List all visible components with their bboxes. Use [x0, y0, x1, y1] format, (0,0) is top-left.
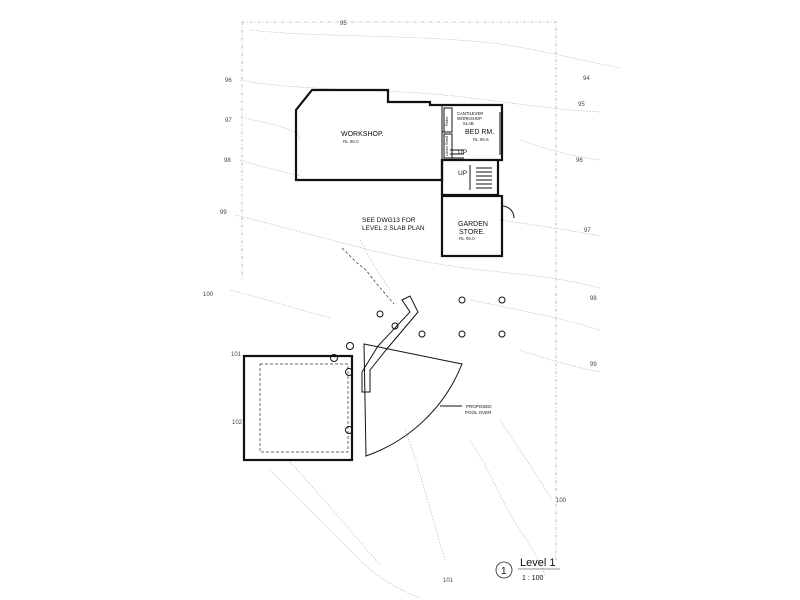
- slab-outline: [341, 247, 395, 305]
- column-marker: [498, 296, 506, 304]
- view-title: Level 1: [520, 557, 555, 569]
- note-pool-1: PROPOSED: [466, 404, 492, 409]
- stair-block: [440, 149, 500, 197]
- contour-label: 97: [584, 228, 591, 234]
- contour-label: 100: [203, 292, 214, 298]
- title-block: 1 Level 1 1 : 100: [495, 557, 560, 582]
- room-label-store: STORE.: [459, 229, 485, 236]
- note-slab-ref-2: LEVEL 2 SLAB PLAN: [362, 225, 425, 232]
- room-label-garden: GARDEN: [458, 221, 488, 228]
- proposed-pool: [363, 343, 463, 457]
- contour-label: 98: [224, 158, 231, 164]
- contour-label: 100: [556, 498, 567, 504]
- contour-label: 99: [590, 362, 597, 368]
- contour-label: 101: [231, 352, 242, 358]
- room-rl-bedroom: RL 96.6: [473, 137, 489, 142]
- note-cantilever-3: SLAB: [463, 121, 474, 126]
- view-number: 1: [501, 566, 507, 577]
- room-rl-garden: RL 96.0: [459, 236, 475, 241]
- room-label-bedroom: BED RM.: [465, 129, 494, 136]
- contour-label: 99: [220, 210, 227, 216]
- garden-store: [440, 194, 515, 258]
- column-marker: [458, 330, 466, 338]
- contour-label: 96: [225, 78, 232, 84]
- label-robe: Robe: [444, 116, 449, 126]
- contour-label: 95: [340, 21, 347, 27]
- contour-label: 96: [576, 158, 583, 164]
- column-marker: [498, 330, 506, 338]
- contour-lines: [229, 29, 621, 599]
- contour-label: 94: [583, 76, 590, 82]
- column-marker: [418, 330, 426, 338]
- contour-label: 101: [443, 578, 454, 584]
- contour-label: 98: [590, 296, 597, 302]
- tree-marker: [346, 342, 354, 350]
- lower-left-structure: [242, 354, 354, 462]
- columns: [346, 296, 506, 350]
- note-pool-2: POOL OVER: [465, 410, 492, 415]
- note-cantilever-1: CANTILEVER: [457, 111, 483, 116]
- room-rl-workshop: RL 96.0: [343, 139, 359, 144]
- room-label-workshop: WORKSHOP.: [341, 131, 384, 138]
- view-scale: 1 : 100: [522, 575, 544, 582]
- site-boundary: [241, 21, 557, 560]
- upper-building: [294, 88, 504, 182]
- note-slab-ref-1: SEE DWG13 FOR: [362, 217, 416, 224]
- note-cantilever-2: WORKSHOP: [457, 116, 482, 121]
- contour-labels: 95 96 97 98 99 100 101 102 94 95 96 97 9…: [203, 21, 597, 584]
- retaining-wall: [361, 295, 419, 393]
- view-number-circle: [495, 561, 513, 579]
- label-linen: Linen Shelf: [444, 135, 449, 156]
- column-marker: [376, 310, 384, 318]
- stair-up-upper: UP: [458, 149, 467, 156]
- stair-up-lower: UP: [458, 170, 467, 177]
- column-marker: [458, 296, 466, 304]
- contour-label: 102: [232, 420, 243, 426]
- column-marker: [391, 322, 399, 330]
- contour-label: 97: [225, 118, 232, 124]
- contour-label: 95: [578, 102, 585, 108]
